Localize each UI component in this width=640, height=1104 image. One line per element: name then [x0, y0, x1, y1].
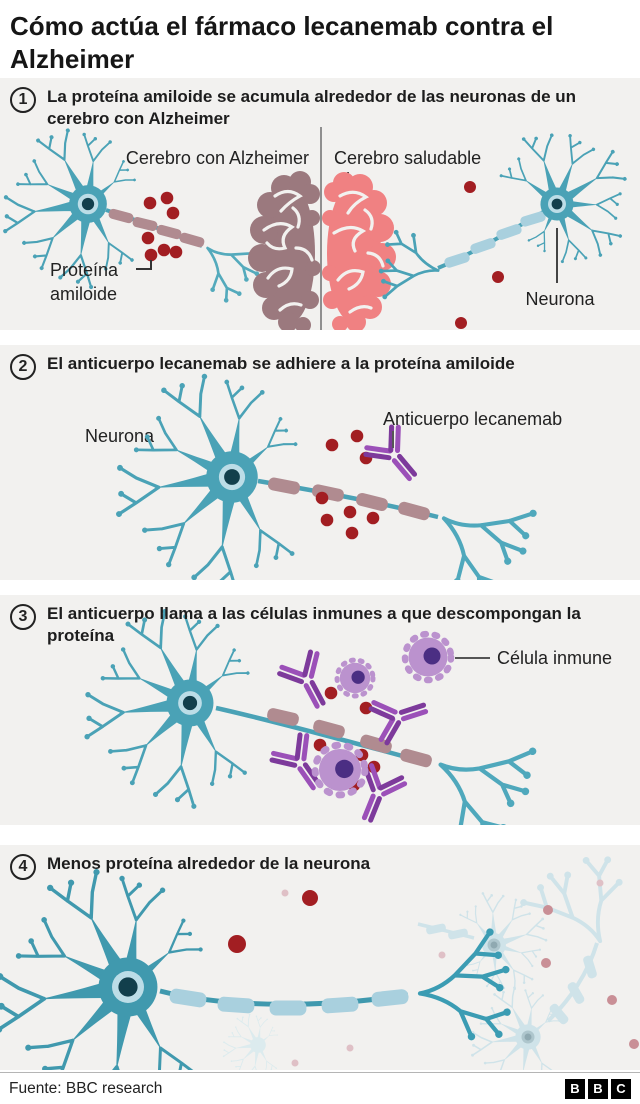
step-2-illustration: Neurona Anticuerpo lecan: [85, 345, 562, 580]
bbc-logo-block-b2: B: [588, 1078, 608, 1099]
faded-amyloid-dots: [281, 879, 639, 1067]
step-1-header: 1 La proteína amiloide se acumula alrede…: [10, 86, 630, 131]
amyloid-pointer-line: [136, 259, 152, 270]
alzheimer-neuron-illustration: [0, 123, 277, 310]
step-2-section: 2 El anticuerpo lecanemab se adhiere a l…: [0, 344, 640, 580]
amyloid-dots-right: [455, 180, 504, 329]
bbc-logo-block-b1: B: [565, 1078, 585, 1099]
step-1-heading: La proteína amiloide se acumula alrededo…: [47, 86, 577, 128]
brain-alzheimer-label: Cerebro con Alzheimer: [126, 148, 309, 168]
step-3-header: 3 El anticuerpo llama a las células inmu…: [10, 603, 630, 648]
page-title: Cómo actúa el fármaco lecanemab contra e…: [10, 11, 554, 75]
brain-healthy-label: Cerebro saludable: [334, 148, 481, 168]
step-2-number-badge: 2: [10, 353, 36, 380]
step-1-section: 1 La proteína amiloide se acumula alrede…: [0, 77, 640, 330]
neuron-illustration: [109, 366, 548, 579]
step-3-heading: El anticuerpo llama a las células inmune…: [47, 603, 581, 645]
step-3-illustration: Célula inmune: [0, 595, 612, 825]
step-1-number-badge: 1: [10, 86, 36, 113]
footer: Fuente: BBC research B B C: [0, 1071, 640, 1104]
antibody-icon: [273, 644, 343, 718]
neuron-illustration: [78, 602, 548, 824]
brain-healthy-half: [322, 171, 396, 330]
step-4-number-badge: 4: [10, 853, 36, 880]
immune-cell-icon: [337, 660, 373, 696]
antibody-label: Anticuerpo lecanemab: [383, 409, 562, 429]
source-text: Fuente: BBC research: [9, 1079, 163, 1097]
step-3-number-badge: 3: [10, 603, 36, 630]
antibody-icon: [358, 418, 433, 493]
amyloid-dots: [228, 889, 318, 953]
healthy-axon-segments: [168, 987, 410, 1016]
brain-alzheimer-half: [248, 170, 321, 330]
step-4-heading: Menos proteína alrededor de la neurona: [47, 853, 371, 873]
alzheimer-axon-segments: [107, 207, 206, 248]
amyloid-protein-label-line2: amiloide: [50, 284, 117, 304]
step-4-header: 4 Menos proteína alrededor de la neurona: [10, 853, 630, 880]
amyloid-dots: [141, 191, 183, 261]
immune-cell-label: Célula inmune: [497, 648, 612, 668]
step-4-section: 4 Menos proteína alrededor de la neurona: [0, 844, 640, 1070]
neuron-label: Neurona: [525, 289, 595, 309]
step-4-illustration: [0, 844, 640, 1070]
step-2-header: 2 El anticuerpo lecanemab se adhiere a l…: [10, 353, 630, 380]
bbc-logo-block-c: C: [611, 1078, 631, 1099]
step-2-heading: El anticuerpo lecanemab se adhiere a la …: [47, 353, 515, 373]
step-3-section: 3 El anticuerpo llama a las células inmu…: [0, 594, 640, 825]
faded-neurons: [221, 844, 640, 1070]
neuron-label: Neurona: [85, 426, 155, 446]
healthy-neuron-illustration: [0, 861, 515, 1070]
step-1-illustration: Cerebro con Alzheimer Cerebro saludable: [0, 78, 640, 330]
healthy-neuron-illustration: [372, 102, 640, 309]
bbc-logo: B B C: [565, 1078, 631, 1099]
amyloid-protein-label-line1: Proteína: [50, 260, 119, 280]
